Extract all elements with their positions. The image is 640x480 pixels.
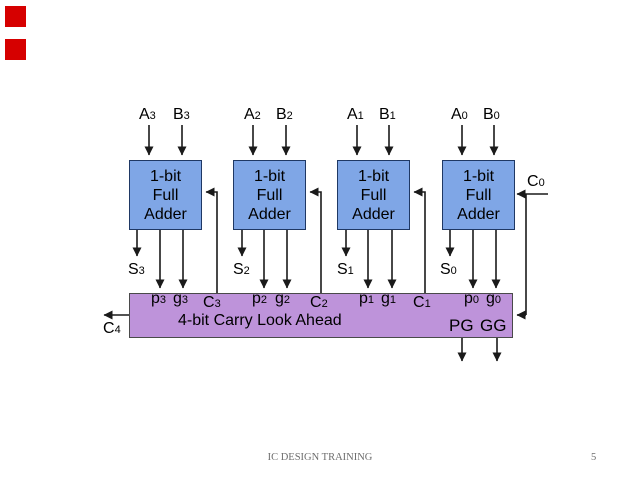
label-a3: A3 — [139, 106, 156, 123]
label-g3: g3 — [173, 290, 189, 307]
label-c4: C4 — [103, 320, 121, 337]
label-s0: S0 — [440, 261, 457, 278]
red-marker-square-bottom — [5, 39, 26, 60]
cla-title: 4-bit Carry Look Ahead — [178, 312, 342, 329]
label-a2: A2 — [244, 106, 261, 123]
label-g1: g1 — [381, 290, 397, 307]
adder-line3: Adder — [144, 205, 187, 223]
label-p2: p2 — [252, 290, 268, 307]
carry-wire-c1 — [413, 187, 426, 293]
adder-line1: 1-bit — [462, 167, 495, 185]
adder-line2: Full — [152, 186, 179, 204]
full-adder-block-1: 1-bit Full Adder — [337, 160, 410, 230]
red-marker-square-top — [5, 6, 26, 27]
adder-line3: Adder — [352, 205, 395, 223]
label-p3: p3 — [151, 290, 167, 307]
label-p1: p1 — [359, 290, 375, 307]
full-adder-block-3: 1-bit Full Adder — [129, 160, 202, 230]
label-c0: C0 — [527, 173, 545, 190]
adder-line1: 1-bit — [149, 167, 182, 185]
label-c3: C3 — [203, 294, 221, 311]
label-a1: A1 — [347, 106, 364, 123]
adder-line2: Full — [360, 186, 387, 204]
label-a0: A0 — [451, 106, 468, 123]
label-pg: PG — [449, 316, 474, 335]
label-c1: C1 — [413, 294, 431, 311]
carry-wire-c2 — [309, 187, 322, 293]
label-b3: B3 — [173, 106, 190, 123]
label-b0: B0 — [483, 106, 500, 123]
full-adder-block-2: 1-bit Full Adder — [233, 160, 306, 230]
label-b2: B2 — [276, 106, 293, 123]
adder-line1: 1-bit — [253, 167, 286, 185]
label-s1: S1 — [337, 261, 354, 278]
adder-line2: Full — [465, 186, 492, 204]
full-adder-block-0: 1-bit Full Adder — [442, 160, 515, 230]
carry-wire-c3 — [205, 187, 218, 293]
page-number: 5 — [591, 452, 597, 463]
label-s3: S3 — [128, 261, 145, 278]
label-b1: B1 — [379, 106, 396, 123]
label-s2: S2 — [233, 261, 250, 278]
adder-line2: Full — [256, 186, 283, 204]
footer-title: IC DESIGN TRAINING — [267, 452, 373, 463]
carry-look-ahead-block — [129, 293, 513, 338]
label-gg: GG — [480, 316, 507, 335]
label-c2: C2 — [310, 294, 328, 311]
label-p0: p0 — [464, 290, 480, 307]
label-g2: g2 — [275, 290, 291, 307]
adder-line1: 1-bit — [357, 167, 390, 185]
adder-line3: Adder — [457, 205, 500, 223]
adder-line3: Adder — [248, 205, 291, 223]
label-g0: g0 — [486, 290, 502, 307]
